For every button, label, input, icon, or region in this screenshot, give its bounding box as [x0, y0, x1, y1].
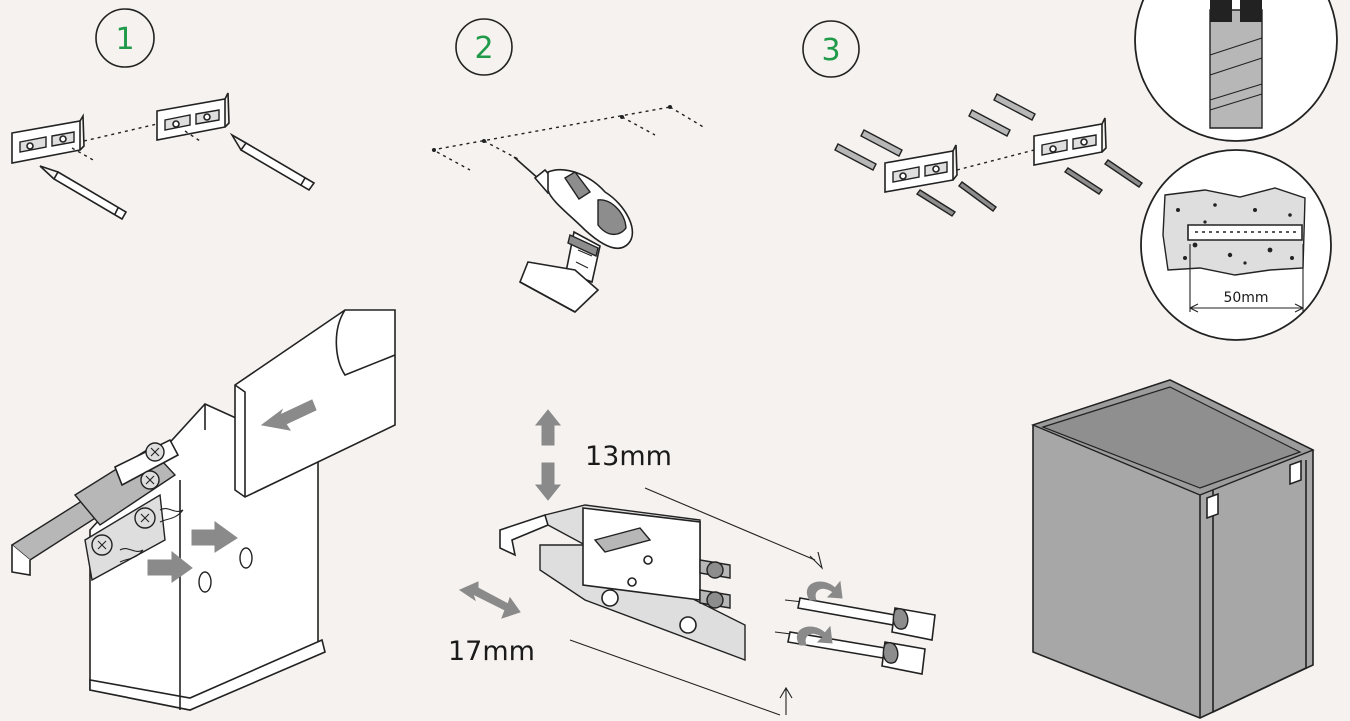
arrow-icon — [807, 580, 843, 601]
step-2-badge: 2 — [455, 18, 513, 76]
step-3-number: 3 — [821, 33, 840, 68]
pencil-icon — [229, 132, 316, 192]
arrow-icon — [191, 521, 238, 553]
adjustment-detail: 13mm 17mm — [448, 409, 936, 716]
cabinet-corner-detail — [10, 309, 396, 711]
screw-icon — [915, 159, 1144, 217]
wall-plug-icon — [834, 93, 1036, 171]
drill-depth-label: 50mm — [1223, 290, 1268, 306]
step-1-badge: 1 — [95, 8, 155, 68]
step-1: 1 — [11, 8, 316, 221]
arrow-icon — [458, 581, 521, 619]
wall-bracket-left — [884, 144, 958, 193]
wall-plug-detail: 50mm — [1140, 149, 1332, 341]
screwdriver-icon — [774, 631, 926, 675]
cover-cap — [234, 309, 396, 498]
arrow-icon — [534, 409, 562, 446]
step-3: 3 — [802, 0, 1338, 341]
vertical-adjust-label: 13mm — [585, 441, 672, 472]
wall-bracket-left — [11, 113, 85, 164]
step-3-badge: 3 — [802, 20, 860, 78]
wall-bracket-right — [156, 92, 230, 141]
step-1-number: 1 — [115, 22, 134, 57]
screwdriver-icon — [784, 597, 936, 641]
screw-detail — [1134, 0, 1338, 142]
depth-adjust-label: 17mm — [448, 636, 535, 667]
step-2: 2 — [431, 18, 706, 313]
drill-icon — [513, 156, 634, 313]
wall-bracket-right — [1033, 117, 1107, 166]
hanging-bracket — [10, 438, 184, 582]
arrow-icon — [797, 625, 833, 646]
arrow-icon — [260, 399, 317, 431]
arrow-icon — [147, 550, 193, 583]
arrow-icon — [534, 462, 562, 501]
pencil-icon — [39, 165, 128, 221]
step-2-number: 2 — [474, 31, 493, 66]
cabinet-icon — [1030, 379, 1315, 719]
